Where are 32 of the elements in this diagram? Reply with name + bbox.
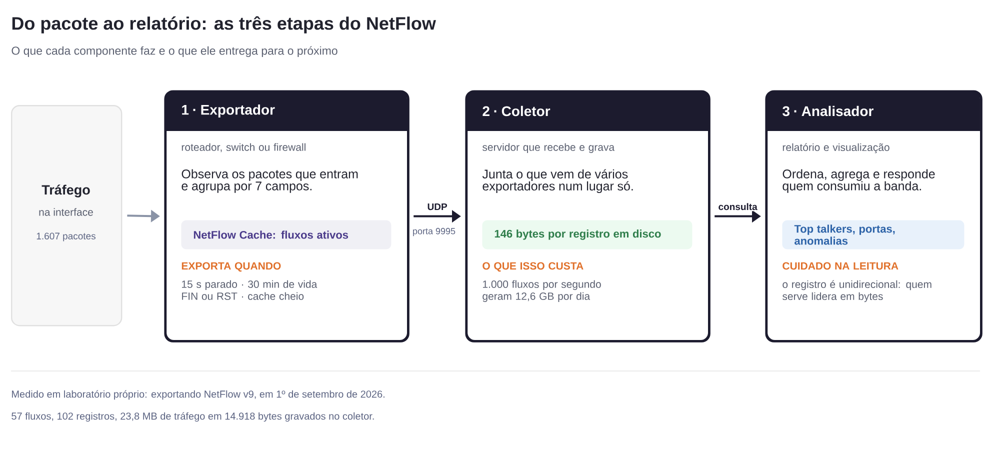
description-text: Junta o que vem de vários exportadores num lugar só. bbox=[482, 169, 633, 193]
box-title: Tráfego bbox=[42, 184, 90, 198]
subtitle-text: servidor que recebe e grava bbox=[482, 143, 615, 153]
title: Do pacote ao relatório: as três etapas do NetFlow bbox=[12, 16, 436, 34]
subtitle-text: roteador, switch ou firewall bbox=[182, 143, 306, 152]
highlight-pill: Top talkers, portas, anomalias bbox=[782, 220, 964, 250]
edge-label: consulta bbox=[718, 203, 758, 210]
description-text: Ordena, agrega e responde quem consumiu a banda. bbox=[782, 169, 935, 193]
note-text: 1.000 fluxos por segundo geram 12,6 GB por dia bbox=[482, 280, 601, 302]
stage-card bbox=[164, 90, 410, 342]
card-title: 3 · Analisador bbox=[782, 106, 874, 116]
traffic-box bbox=[11, 105, 122, 326]
section-heading: CUIDADO NA LEITURA bbox=[782, 262, 898, 270]
footnote: 57 fluxos, 102 registros, 23,8 MB de tráfego em 14.918 bytes gravados no coletor. bbox=[12, 412, 374, 422]
footnote: Medido em laboratório próprio: exportando NetFlow v9, em 1º de setembro de 2026. bbox=[12, 390, 384, 400]
highlight-pill: 146 bytes por registro em disco bbox=[482, 220, 692, 250]
stage-card bbox=[465, 90, 710, 342]
card-title: 1 · Exportador bbox=[182, 104, 275, 118]
section-heading: EXPORTA QUANDO bbox=[182, 262, 281, 272]
port-label: porta 9995 bbox=[413, 228, 456, 236]
subtitle: O que cada componente faz e o que ele entrega para o próximo bbox=[12, 46, 338, 58]
edge-label: UDP bbox=[428, 203, 447, 210]
section-heading: O QUE ISSO CUSTA bbox=[482, 262, 584, 272]
packet-count: 1.607 pacotes bbox=[36, 232, 96, 242]
note-text: o registro é unidirecional: quem serve lidera em bytes bbox=[782, 280, 932, 302]
subtitle-text: relatório e visualização bbox=[782, 143, 890, 154]
stage-card bbox=[765, 90, 982, 342]
note-text: 15 s parado · 30 min de vida FIN ou RST · cache cheio bbox=[182, 280, 318, 300]
highlight-pill: NetFlow Cache: fluxos ativos bbox=[181, 220, 392, 250]
description-text: Observa os pacotes que entram e agrupa por 7 campos. bbox=[182, 169, 358, 193]
card-title: 2 · Coletor bbox=[482, 106, 550, 116]
box-text: na interface bbox=[39, 208, 93, 216]
